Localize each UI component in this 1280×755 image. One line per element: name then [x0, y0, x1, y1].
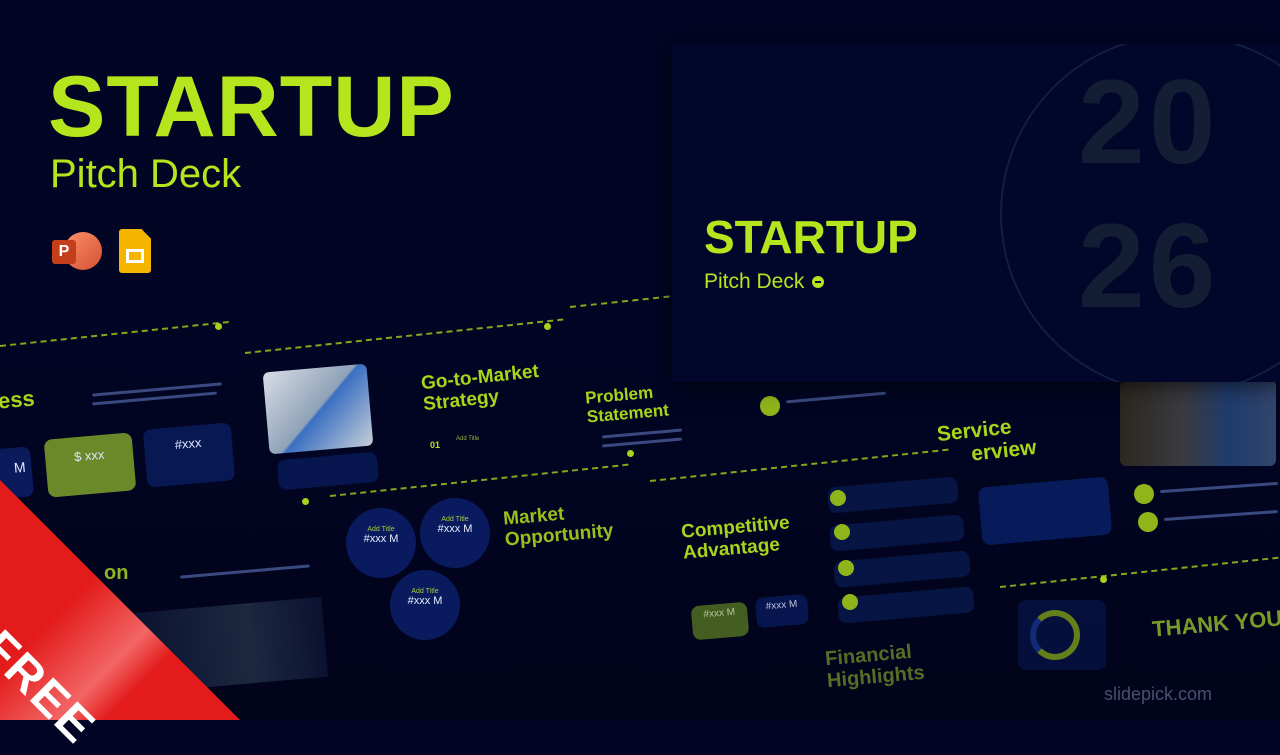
- featured-slide: 20 26 STARTUP Pitch Deck: [672, 44, 1280, 382]
- tag-icon: [1138, 512, 1158, 532]
- google-slides-icon: [119, 229, 151, 273]
- hero-title: STARTUP: [48, 59, 455, 155]
- divider: [569, 295, 670, 308]
- stat-circle: Add Title#xxx M: [390, 570, 460, 640]
- dot: [215, 323, 222, 330]
- hand-icon: [838, 560, 854, 576]
- business-photo: [1120, 380, 1276, 466]
- stat-circle: Add Title#xxx M: [346, 508, 416, 578]
- stat-value: #xxx: [174, 434, 202, 453]
- link-icon: [1134, 484, 1154, 504]
- divider: [0, 320, 229, 347]
- text-line: [786, 391, 886, 404]
- stat-circle: Add Title#xxx M: [420, 498, 490, 568]
- dot: [544, 323, 551, 330]
- circle-value: #xxx M: [363, 533, 399, 545]
- powerpoint-icon: P: [52, 232, 102, 272]
- circle-label: Add Title: [367, 526, 395, 533]
- hero-subtitle: Pitch Deck: [50, 152, 242, 196]
- team-photo: [262, 363, 374, 455]
- circle-value: #xxx M: [437, 523, 473, 535]
- stat-card-green: #xxx M: [690, 601, 750, 641]
- feature-row: [827, 476, 959, 514]
- watermark: slidepick.com: [1104, 684, 1213, 704]
- stat-card-blue: #xxx: [142, 422, 236, 488]
- subtitle-text: Pitch Deck: [704, 270, 805, 293]
- stat-value: #xxx M: [703, 606, 736, 621]
- circle-label: Add Title: [441, 516, 469, 523]
- text-line: [1164, 510, 1278, 521]
- slide-title: on: [104, 562, 129, 584]
- feature-row: [837, 586, 975, 624]
- step-title: Add Title: [456, 436, 480, 442]
- stat-value: M: [13, 458, 27, 476]
- text-line: [1160, 481, 1278, 494]
- star-icon: [834, 524, 850, 540]
- year-bottom: 26: [1078, 199, 1220, 333]
- divider: [649, 448, 949, 482]
- featured-subtitle: Pitch Deck: [704, 270, 825, 294]
- divider: [999, 555, 1280, 588]
- year-top: 20: [1078, 55, 1220, 189]
- decorative-circle: [1000, 44, 1280, 382]
- dot: [1100, 576, 1107, 583]
- stat-card-blue: #xxx M: [754, 593, 810, 629]
- thank-you-title: THANK YOU: [1151, 605, 1280, 642]
- text-line: [602, 428, 682, 439]
- globe-icon: [830, 490, 846, 506]
- minus-circle-icon: [812, 276, 825, 288]
- text-line: [602, 437, 682, 448]
- slide-title: ess: [0, 385, 36, 414]
- text-card: [977, 476, 1113, 546]
- dot: [627, 450, 634, 457]
- search-icon: [842, 594, 858, 610]
- divider: [244, 318, 564, 354]
- stat-card-green: $ xxx: [43, 432, 137, 498]
- featured-title: STARTUP: [704, 211, 918, 263]
- text-line: [180, 564, 310, 579]
- text-card: [276, 451, 380, 491]
- circle-value: #xxx M: [407, 595, 443, 607]
- stat-value: #xxx M: [765, 598, 798, 613]
- stat-value: $ xxx: [73, 446, 105, 465]
- step-number: 01: [430, 440, 441, 450]
- donut-chart: [1030, 610, 1080, 660]
- chat-icon: [760, 396, 780, 416]
- dot: [302, 498, 309, 505]
- circle-label: Add Title: [411, 588, 439, 595]
